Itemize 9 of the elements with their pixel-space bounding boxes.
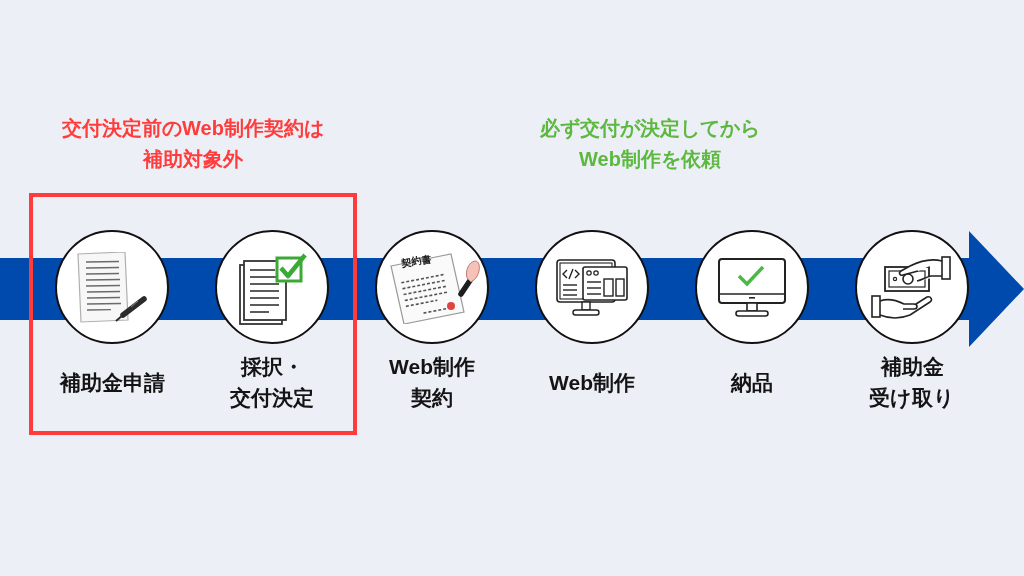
step-label: 補助金受け取り (869, 354, 955, 411)
frame-heading: 交付決定前のWeb制作契約は補助対象外 (62, 116, 324, 172)
note-text: 必ず交付が決定してからWeb制作を依頼 (540, 116, 760, 172)
document-title: 契約書 (400, 252, 433, 270)
step-label: Web制作契約 (389, 354, 475, 411)
step-label: 採択・交付決定 (230, 354, 314, 411)
step-label: 補助金申請 (59, 369, 165, 396)
step-label: 納品 (731, 369, 773, 396)
step-label: Web制作 (549, 369, 635, 396)
